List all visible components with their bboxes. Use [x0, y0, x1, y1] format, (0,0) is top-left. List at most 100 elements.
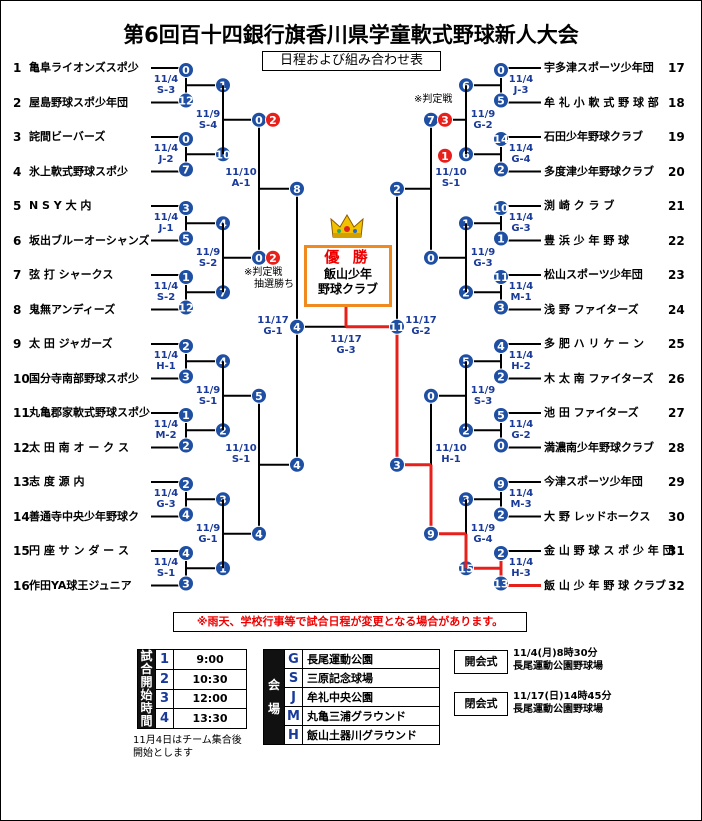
team-name: 円 座 サ ン ダ ー ス — [29, 544, 129, 557]
score-ball-value: 1 — [441, 150, 449, 163]
score-ball-value: 2 — [497, 547, 505, 560]
score-ball-value: 4 — [293, 459, 301, 472]
team-number: 27 — [668, 406, 685, 420]
team-name: 宇多津スポーツ少年団 — [544, 61, 654, 74]
team-number: 20 — [668, 164, 685, 179]
crown-icon — [330, 214, 364, 238]
team-number: 10 — [13, 371, 30, 386]
match-code: S-1 — [441, 177, 461, 189]
score-ball-value: 1 — [182, 271, 190, 284]
team-number: 8 — [13, 302, 22, 317]
r3-right-score: 0 — [423, 387, 439, 404]
r1-left-score-bottom: 3 — [178, 575, 194, 592]
score-ball-value: 4 — [255, 528, 263, 541]
score-ball-circle — [389, 318, 405, 335]
score-ball-circle — [493, 575, 509, 592]
match-code: G-3 — [156, 499, 176, 511]
venue-name: 飯山土器川グラウンド — [302, 725, 440, 745]
score-ball-circle — [178, 575, 194, 592]
score-ball-circle — [178, 437, 194, 454]
team-number: 4 — [13, 164, 22, 179]
match-code: H-2 — [511, 361, 531, 373]
match-date: 11/4 — [153, 350, 179, 362]
score-ball-circle — [265, 111, 281, 128]
r1-right-score-bottom: 5 — [493, 92, 509, 109]
r1-left-score-top: 4 — [178, 545, 194, 561]
team-name: 今津スポーツ少年団 — [544, 475, 643, 488]
start-time-key: 2 — [155, 668, 174, 690]
score-ball-value: 4 — [497, 340, 505, 353]
score-ball-circle — [178, 506, 194, 523]
team-name: 太 田 南 オ ー ク ス — [29, 440, 129, 454]
score-ball-circle — [178, 545, 194, 561]
score-ball-value: 9 — [427, 528, 435, 541]
r1-left-score-top: 3 — [178, 200, 194, 216]
score-ball-circle — [251, 387, 267, 404]
r1-right-score-bottom: 13 — [493, 575, 509, 592]
start-time-value: 12:00 — [173, 688, 247, 710]
venue-key: S — [284, 668, 303, 688]
venues-header-char: 会 — [267, 678, 280, 692]
score-ball-circle — [289, 180, 305, 197]
team-name: 丸亀郡家軟式野球スポ少 — [29, 406, 150, 419]
score-ball-value: 2 — [269, 252, 277, 265]
r1-left-score-top: 1 — [178, 407, 194, 423]
team-name: 弦 打 シャークス — [29, 268, 114, 281]
champion-team-line1: 飯山少年 — [323, 267, 372, 281]
match-code: G-2 — [511, 430, 531, 442]
start-time-value: 13:30 — [173, 708, 247, 729]
team-name: 善通寺中央少年野球ク — [29, 509, 139, 523]
match-code: J-3 — [513, 85, 529, 97]
match-date: 11/4 — [153, 419, 179, 431]
match-date: 11/4 — [153, 212, 179, 224]
score-ball-value: 1 — [182, 409, 190, 422]
match-code: G-3 — [336, 344, 356, 356]
team-name: 国分寺南部野球スポ少 — [29, 371, 139, 385]
r3-right-result: 3 — [389, 456, 405, 473]
closing-ceremony-label: 閉会式 — [454, 692, 508, 716]
match-code: S-3 — [473, 395, 493, 407]
team-name: 屋島野球スポ少年団 — [29, 95, 128, 109]
team-number: 32 — [668, 578, 685, 593]
score-ball-circle — [423, 525, 439, 542]
score-ball-circle — [493, 200, 509, 216]
bracket-diagram: 0121071035411272341222434310054228440561… — [151, 62, 541, 592]
match-code: S-4 — [198, 119, 218, 131]
match-date: 11/4 — [508, 350, 534, 362]
score-ball-value: 2 — [497, 371, 505, 384]
r1-right-score-top: 2 — [493, 545, 509, 561]
venue-name: 三原記念球場 — [302, 668, 440, 688]
match-date: 11/10 — [225, 442, 257, 454]
score-ball-circle — [423, 249, 439, 266]
score-ball-value: 0 — [255, 114, 263, 127]
team-number: 24 — [668, 302, 685, 317]
r1-left-score-bottom: 12 — [178, 299, 194, 316]
match-date: 11/4 — [508, 212, 534, 224]
r1-left-score-bottom: 2 — [178, 437, 194, 454]
start-times-header-char: 間 — [140, 714, 153, 728]
team-number: 30 — [668, 509, 685, 524]
r2-right-red-score: 3 — [437, 111, 453, 128]
r1-left-score-bottom: 3 — [178, 368, 194, 385]
venue-key: M — [284, 706, 303, 726]
start-times-header-char: 試 — [140, 649, 153, 663]
match-code: G-3 — [511, 223, 531, 235]
score-ball-value: 2 — [393, 183, 401, 196]
score-ball-circle — [178, 62, 194, 78]
score-ball-value: 15 — [458, 562, 473, 575]
team-number: 12 — [13, 440, 30, 455]
team-number: 29 — [668, 475, 685, 489]
r1-right-score-bottom: 3 — [493, 299, 509, 316]
match-date: 11/9 — [195, 246, 221, 258]
r1-left-score-top: 1 — [178, 269, 194, 285]
team-number: 3 — [13, 130, 22, 144]
team-name: 豊 浜 少 年 野 球 — [544, 233, 630, 247]
